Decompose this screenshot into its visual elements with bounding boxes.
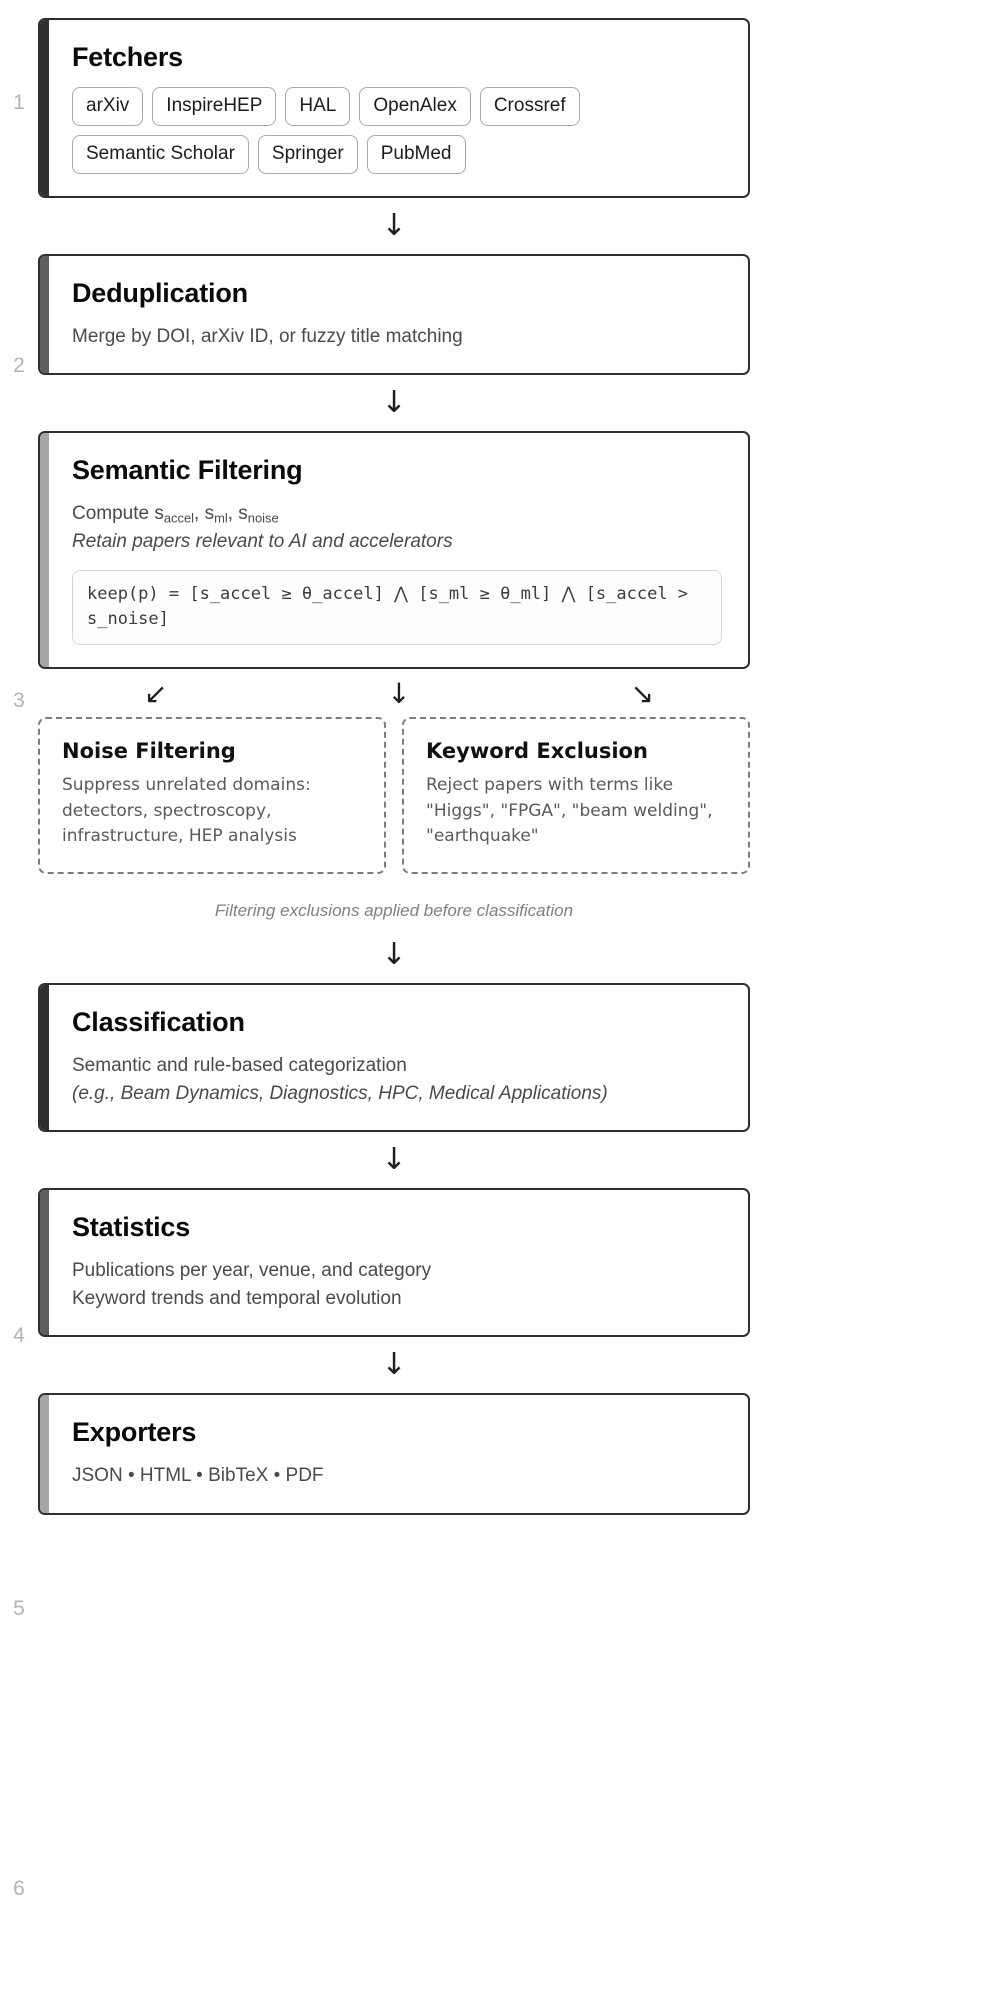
arrow-down-icon-2: ↓ — [381, 384, 407, 420]
statistics-line-2: Keyword trends and temporal evolution — [72, 1288, 402, 1310]
semantic-filtering-retain-line: Retain papers relevant to AI and acceler… — [72, 530, 453, 552]
branch-caption: Filtering exclusions applied before clas… — [214, 900, 574, 920]
compute-sub-accel: accel — [163, 510, 195, 526]
dashed-box-noise-filtering[interactable]: Noise Filtering Suppress unrelated domai… — [38, 717, 386, 874]
fetcher-chip-crossref[interactable]: Crossref — [479, 87, 580, 126]
stage-title-exporters: Exporters — [72, 1417, 197, 1448]
exporters-formats: JSON • HTML • BibTeX • PDF — [72, 1465, 324, 1487]
classification-examples: (e.g., Beam Dynamics, Diagnostics, HPC, … — [72, 1083, 608, 1105]
arrow-down-right-icon: ↘ — [630, 677, 654, 711]
compute-prefix: Compute s — [72, 502, 164, 524]
fetcher-chip-row: arXiv InspireHEP HAL OpenAlex Crossref S… — [72, 87, 722, 174]
step-number-5: 5 — [13, 1597, 25, 1620]
fetcher-chip-arxiv[interactable]: arXiv — [72, 87, 144, 126]
exclusion-box-row: Noise Filtering Suppress unrelated domai… — [38, 717, 750, 874]
step-number-6: 6 — [13, 1877, 25, 1900]
step-number-4: 4 — [13, 1324, 25, 1347]
compute-sub-ml: ml — [214, 510, 228, 526]
dashed-title-keyword-exclusion: Keyword Exclusion — [426, 739, 648, 764]
stage-card-semantic-filtering[interactable]: Semantic Filtering Compute saccel, sml, … — [38, 430, 750, 670]
stage-card-fetchers[interactable]: Fetchers arXiv InspireHEP HAL OpenAlex C… — [38, 18, 750, 198]
statistics-line-1: Publications per year, venue, and catego… — [72, 1260, 432, 1282]
arrow-down-icon-4: ↓ — [381, 936, 407, 972]
stage-card-deduplication[interactable]: Deduplication Merge by DOI, arXiv ID, or… — [38, 253, 750, 375]
compute-sub-noise: noise — [247, 510, 279, 526]
branch-arrow-row: ↙ ↓ ↘ — [38, 669, 750, 717]
dashed-box-keyword-exclusion[interactable]: Keyword Exclusion Reject papers with ter… — [402, 717, 750, 874]
compute-mid-1: , s — [194, 502, 215, 524]
fetcher-chip-semantic-scholar[interactable]: Semantic Scholar — [72, 134, 249, 174]
stage-card-exporters[interactable]: Exporters JSON • HTML • BibTeX • PDF — [38, 1393, 750, 1515]
arrow-down-icon-5: ↓ — [381, 1142, 407, 1178]
step-number-2: 2 — [13, 354, 25, 377]
step-number-1: 1 — [13, 91, 25, 114]
step-number-3: 3 — [13, 689, 25, 712]
arrow-down-left-icon: ↙ — [144, 677, 168, 711]
deduplication-description: Merge by DOI, arXiv ID, or fuzzy title m… — [72, 325, 463, 347]
stage-title-deduplication: Deduplication — [72, 277, 248, 308]
stage-title-fetchers: Fetchers — [72, 42, 183, 72]
dashed-text-keyword-exclusion: Reject papers with terms like "Higgs", "… — [426, 775, 713, 847]
fetcher-chip-inspirehep[interactable]: InspireHEP — [152, 87, 277, 126]
classification-description: Semantic and rule-based categorization — [72, 1054, 407, 1076]
semantic-filtering-code-block: keep(p) = [s_accel ≥ θ_accel] ⋀ [s_ml ≥ … — [72, 569, 722, 646]
fetcher-chip-openalex[interactable]: OpenAlex — [359, 87, 471, 126]
stage-title-statistics: Statistics — [72, 1212, 191, 1243]
dashed-text-noise-filtering: Suppress unrelated domains: detectors, s… — [62, 775, 311, 847]
compute-mid-2: , s — [227, 502, 248, 524]
stage-card-statistics[interactable]: Statistics Publications per year, venue,… — [38, 1188, 750, 1338]
fetcher-chip-hal[interactable]: HAL — [285, 87, 351, 126]
dashed-title-noise-filtering: Noise Filtering — [62, 739, 236, 764]
arrow-down-icon-1: ↓ — [381, 207, 407, 243]
arrow-down-icon-3: ↓ — [387, 677, 411, 711]
stage-title-semantic-filtering: Semantic Filtering — [72, 454, 303, 485]
stage-title-classification: Classification — [72, 1006, 245, 1037]
stage-card-classification[interactable]: Classification Semantic and rule-based c… — [38, 982, 750, 1133]
fetcher-chip-pubmed[interactable]: PubMed — [366, 134, 466, 174]
arrow-down-icon-6: ↓ — [381, 1347, 407, 1383]
fetcher-chip-springer[interactable]: Springer — [257, 134, 358, 174]
semantic-filtering-compute-line: Compute saccel, sml, snoise — [72, 500, 722, 528]
